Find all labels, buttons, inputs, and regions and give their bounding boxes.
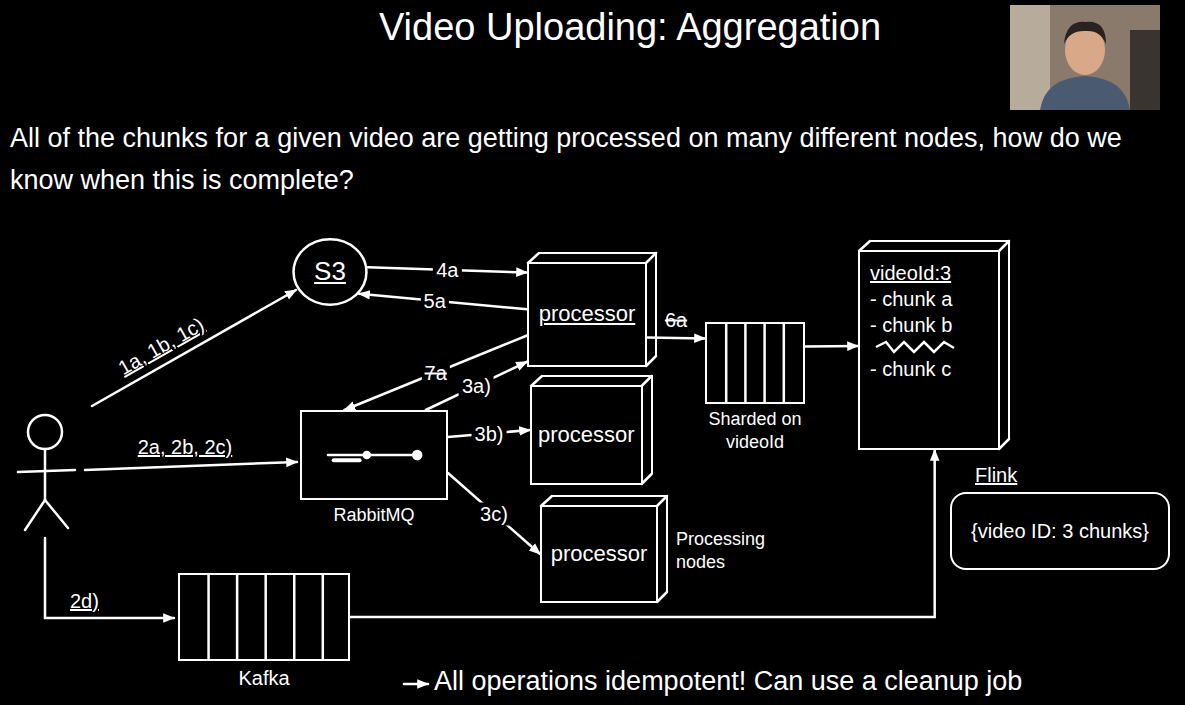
note-arrow bbox=[404, 683, 428, 686]
title: Video Uploading: Aggregation bbox=[330, 6, 930, 49]
user-figure bbox=[18, 415, 75, 530]
user-leg bbox=[45, 500, 68, 528]
step-label: 1a, 1b, 1c) bbox=[113, 311, 208, 380]
step-number: 7a bbox=[422, 361, 450, 384]
user-body bbox=[44, 449, 47, 500]
rabbit-drawing bbox=[302, 412, 446, 498]
kafka-queue: Kafka bbox=[178, 573, 350, 691]
webcam-door bbox=[1130, 30, 1160, 110]
webcam-frame bbox=[1010, 5, 1160, 110]
webcam-hair bbox=[1064, 22, 1106, 44]
queue-drawing bbox=[707, 324, 803, 402]
connector bbox=[448, 473, 540, 554]
processor-box: processor bbox=[527, 262, 647, 367]
node-label: Kafka bbox=[178, 665, 350, 691]
node-label: - chunk a bbox=[870, 286, 952, 312]
rabbit-outline bbox=[300, 410, 448, 500]
node-label: S3 bbox=[314, 255, 346, 289]
user-arrows bbox=[45, 290, 428, 684]
user-arms bbox=[18, 470, 75, 472]
node-label: processor bbox=[551, 540, 648, 569]
upload-arrow bbox=[92, 290, 296, 406]
node-label: {video ID: 3 chunks} bbox=[971, 518, 1149, 544]
step-number: 3c) bbox=[477, 502, 511, 525]
circle-outline: S3 bbox=[292, 238, 368, 306]
node-label: Sharded on videoId bbox=[705, 408, 805, 455]
queue-drawing bbox=[180, 575, 348, 659]
step-number: 4a bbox=[433, 258, 461, 281]
group-label: Processing nodes bbox=[676, 528, 776, 575]
step-number: 3b) bbox=[472, 422, 507, 445]
flink-state: Flink {video ID: 3 chunks} bbox=[950, 462, 1170, 570]
step-number: 5a bbox=[421, 289, 449, 312]
user-head bbox=[28, 415, 62, 449]
step-label: 2a, 2b, 2c) bbox=[138, 434, 233, 460]
message-queue: RabbitMQ bbox=[300, 410, 448, 527]
step-label: 2d) bbox=[70, 588, 99, 614]
cube-outline: processor bbox=[530, 385, 643, 485]
cube-outline: processor bbox=[540, 505, 658, 603]
kafka-arrow bbox=[45, 538, 174, 618]
queue-outline bbox=[178, 573, 350, 661]
storage-circle: S3 bbox=[292, 238, 368, 306]
webcam bbox=[1010, 5, 1160, 110]
scribble bbox=[870, 338, 960, 356]
step-number: 6a bbox=[662, 309, 690, 332]
enqueue-arrow bbox=[85, 462, 297, 470]
box-outline: {video ID: 3 chunks} bbox=[950, 492, 1170, 570]
node-label: processor bbox=[539, 300, 636, 329]
queue-outline bbox=[705, 322, 805, 404]
node-label: processor bbox=[538, 421, 635, 450]
node-label: videoId:3 bbox=[870, 260, 951, 286]
webcam-wall bbox=[1010, 5, 1050, 110]
connector bbox=[344, 336, 527, 411]
note: All operations idempotent! Can use a cle… bbox=[434, 664, 1022, 699]
sharded-queue: Sharded on videoId bbox=[705, 322, 805, 455]
step-number: 3a) bbox=[459, 374, 494, 397]
node-label: RabbitMQ bbox=[300, 504, 448, 527]
cube-outline: videoId:3- chunk a- chunk b - chunk c bbox=[858, 250, 1000, 450]
state-store: videoId:3- chunk a- chunk b - chunk c bbox=[858, 250, 1000, 450]
question-note: All of the chunks for a given video are … bbox=[10, 118, 1175, 202]
node-label: - chunk c bbox=[870, 356, 951, 382]
processor-box: processor bbox=[530, 385, 643, 485]
cube-outline: processor bbox=[527, 262, 647, 367]
processor-box: processor bbox=[540, 505, 658, 603]
webcam-body bbox=[1040, 76, 1130, 110]
user-leg bbox=[25, 500, 45, 530]
node-label: Flink bbox=[950, 462, 1170, 488]
node-label: - chunk b bbox=[870, 312, 952, 338]
connector bbox=[805, 345, 858, 348]
